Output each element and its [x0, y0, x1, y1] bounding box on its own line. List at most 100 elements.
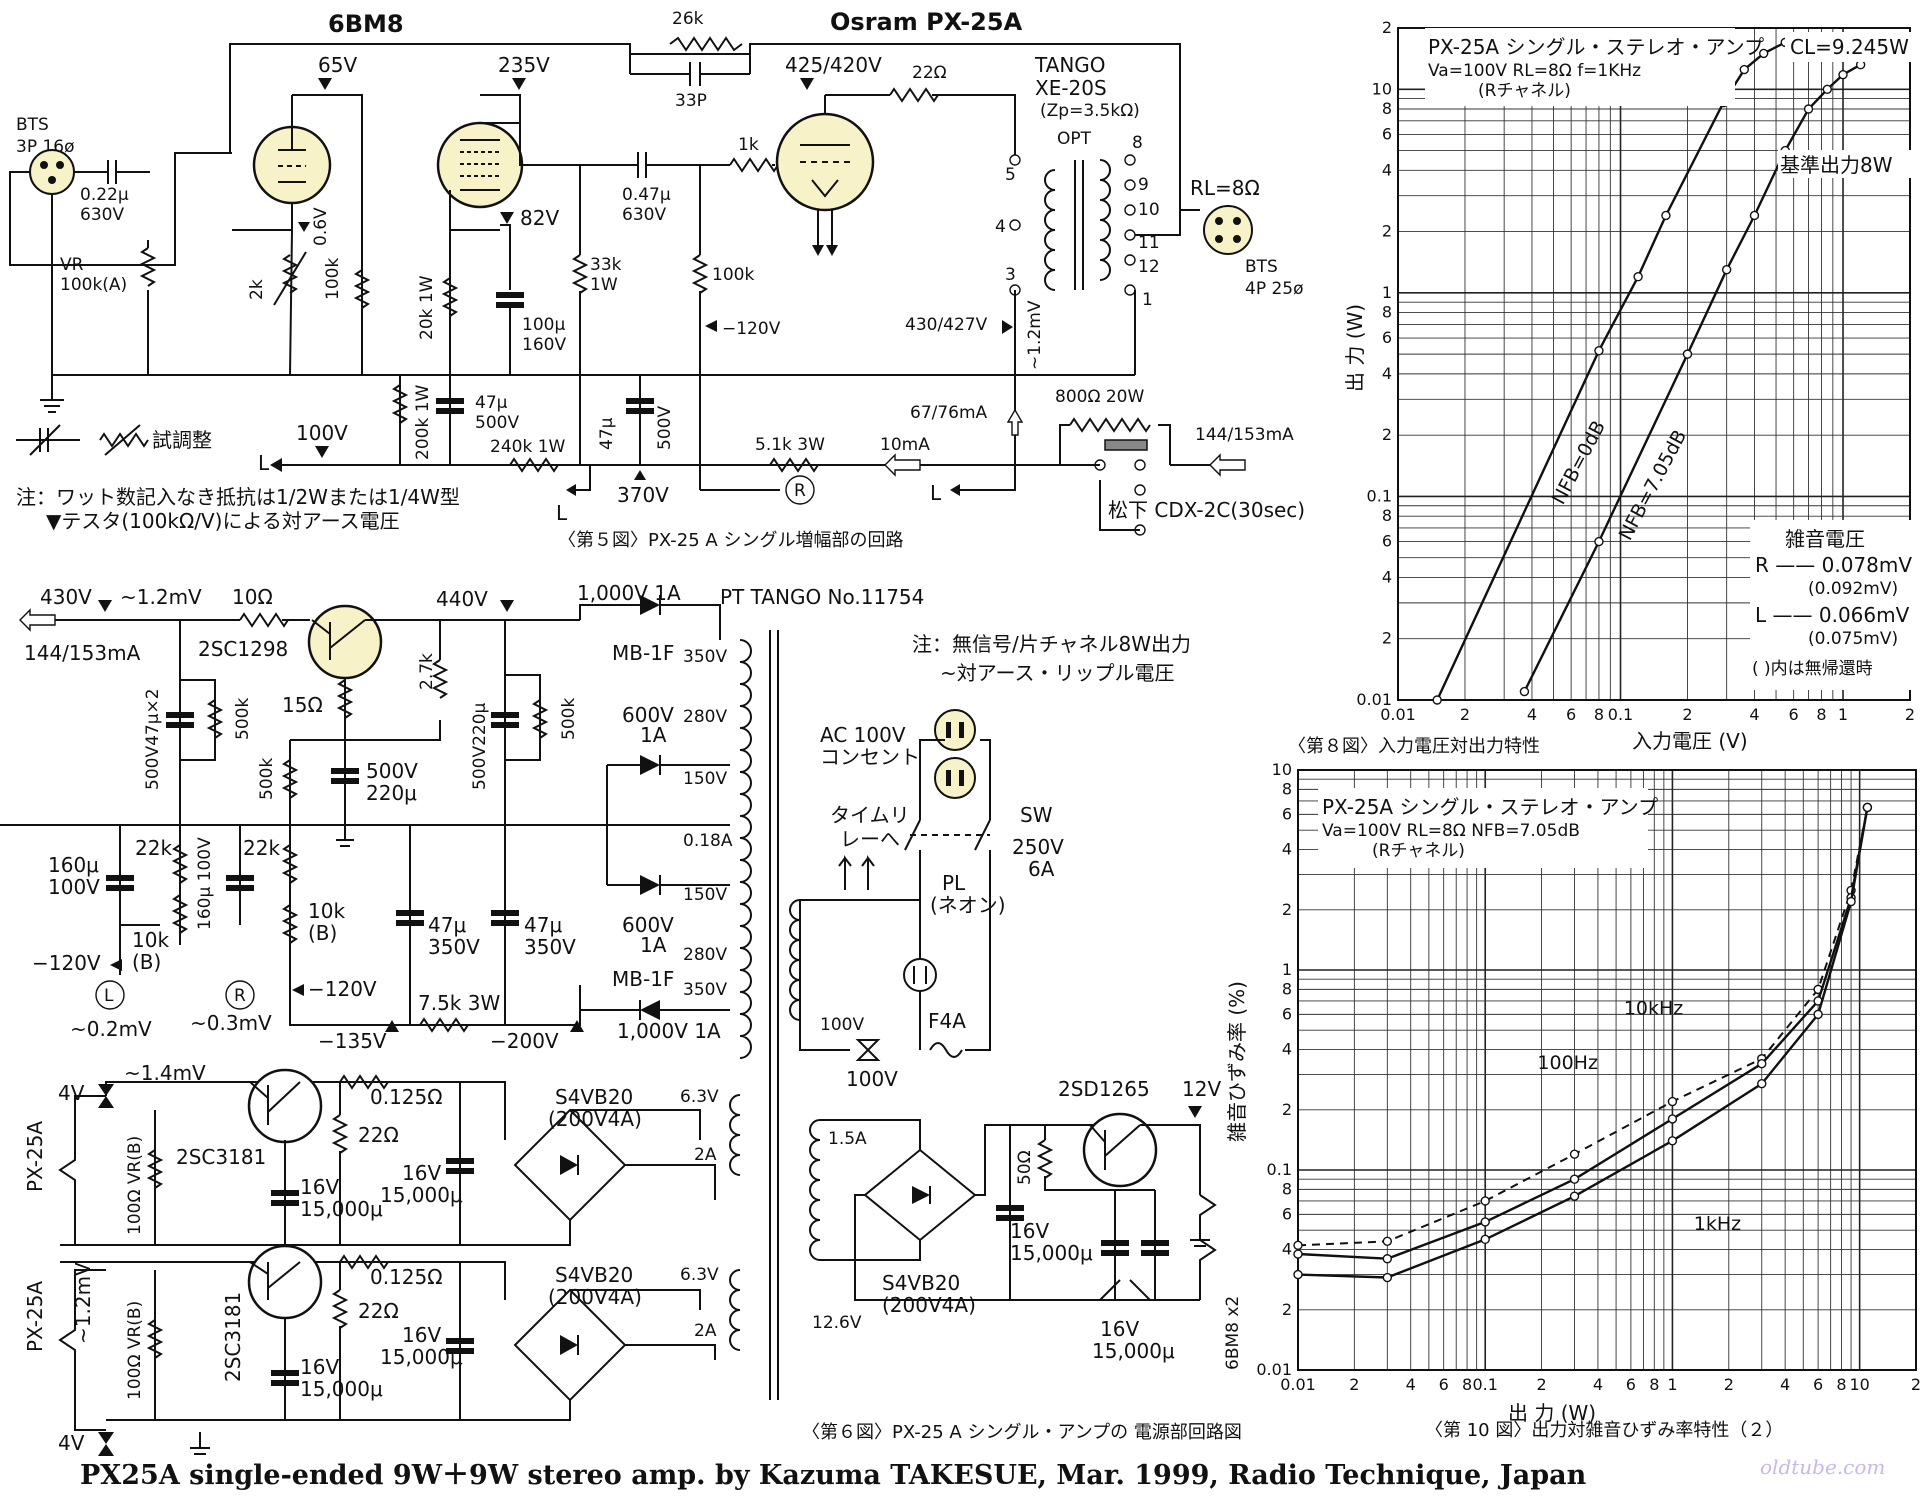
x-tick-label: 2 — [1724, 1375, 1734, 1394]
opt-name-3: (Zp=3.5kΩ) — [1040, 101, 1140, 121]
primary-v100b: 100V — [846, 1067, 898, 1091]
data-point — [1682, 349, 1693, 359]
h3-transistor — [1082, 1112, 1158, 1188]
data-point — [1721, 264, 1732, 275]
c47b-line1: 47μ — [597, 417, 617, 450]
h1-a2: 2A — [694, 1145, 717, 1165]
h2-v4: 4V — [58, 1431, 85, 1455]
h2-c16b-1: 16V — [402, 1323, 441, 1347]
x-tick-label: 4 — [1406, 1375, 1416, 1394]
r2k-label: 2k — [247, 279, 267, 300]
chart8-sub1: Va=100V RL=8Ω f=1KHz — [1428, 61, 1641, 81]
x-tick-label: 4 — [1749, 705, 1759, 724]
data-point — [1382, 1272, 1393, 1283]
pt-tap-5: 150V — [683, 885, 727, 905]
heater-supply-3: 1.5A 12.6V S4VB20 (200V4A) 16V 15,000μ 5… — [809, 1077, 1243, 1370]
series-label: NFB=0dB — [1548, 417, 1610, 508]
mv03-label: ~0.3mV — [190, 1011, 272, 1035]
r22k-a: 22k — [135, 836, 172, 860]
x-tick-label: 0.01 — [1380, 705, 1416, 724]
data-point — [1846, 896, 1856, 907]
h1-bridge-1: S4VB20 — [555, 1085, 633, 1109]
y-tick-label: 6 — [1382, 328, 1392, 347]
c047-line1: 0.47μ — [622, 185, 671, 205]
data-point — [1633, 272, 1643, 282]
y-tick-label: 6 — [1382, 124, 1392, 143]
ma67-label: 67/76mA — [910, 403, 988, 423]
input-jack-line1: BTS — [16, 115, 49, 135]
r10k-a-1: 10k — [132, 928, 169, 952]
h2-c16b-2: 15,000μ — [380, 1345, 463, 1369]
x-tick-label: 2 — [1905, 705, 1915, 724]
footer-credit: PX25A single-ended 9W＋9W stereo amp. by … — [80, 1460, 1587, 1491]
tap-12: 12 — [1138, 257, 1160, 277]
sw-3: 6A — [1028, 857, 1055, 881]
tap-10: 10 — [1138, 200, 1160, 220]
pt-tap-7: 350V — [683, 980, 727, 1000]
chart8-title: PX-25A シングル・ステレオ・アンプ — [1428, 35, 1764, 59]
v82-label: 82V — [520, 206, 559, 230]
L-label-2: L — [556, 501, 568, 525]
data-point — [1757, 1059, 1767, 1069]
r10k-a-2: (B) — [132, 950, 161, 974]
r240k-label: 240k 1W — [490, 437, 566, 457]
c47a-line1: 47μ — [475, 393, 508, 413]
tap-11: 11 — [1138, 233, 1160, 253]
chart10-caption: 〈第 10 図〉出力対雑音ひずみ率特性（２） — [1425, 1420, 1783, 1441]
h1-r22: 22Ω — [358, 1123, 399, 1147]
h3-load: 6BM8 x2 — [1223, 1296, 1243, 1370]
plot-frame — [1297, 769, 1917, 1371]
x-tick-label: 6 — [1813, 1375, 1823, 1394]
mv02-label: ~0.2mV — [70, 1017, 152, 1041]
L-label-ps: L — [104, 986, 114, 1006]
ps-d1: 1,000V 1A — [577, 581, 681, 605]
fuse-label: F4A — [928, 1009, 966, 1033]
data-point — [1813, 1009, 1823, 1020]
x-tick-label: 2 — [1911, 1375, 1921, 1394]
c47a-line2: 500V — [475, 413, 519, 433]
series-label: 100Hz — [1537, 1052, 1598, 1074]
ma10-label: 10mA — [880, 435, 930, 455]
r500k-a: 500k — [233, 698, 253, 740]
v100-label: 100V — [296, 421, 348, 445]
c47-350b-2: 350V — [524, 935, 576, 959]
vr-line1: VR — [60, 255, 84, 275]
y-tick-label: 6 — [1282, 1004, 1292, 1023]
data-point — [1569, 1191, 1580, 1201]
x-tick-label: 4 — [1593, 1375, 1603, 1394]
y-tick-label: 10 — [1272, 760, 1292, 779]
series-label: 10kHz — [1624, 997, 1683, 1019]
h1-vr: 100Ω VR(B) — [125, 1136, 145, 1235]
y-tick-label: 1 — [1382, 283, 1392, 302]
r10k-b-2: (B) — [308, 921, 337, 945]
ps-note-1: 注：無信号/片チャネル8W出力 — [912, 632, 1191, 656]
r500k-b: 500k — [257, 758, 277, 800]
tube2-label: Osram PX-25A — [830, 8, 1023, 36]
note-line1: 注：ワット数記入なき抵抗は1/2Wまたは1/4W型 — [16, 485, 460, 509]
h3-tr: 2SD1265 — [1058, 1077, 1150, 1101]
tube1-label: 6BM8 — [328, 10, 404, 38]
output-jack-symbol — [1203, 205, 1253, 255]
power-transformer — [739, 630, 779, 1400]
h2-r22: 22Ω — [358, 1299, 399, 1323]
y-tick-label: 2 — [1282, 1100, 1292, 1119]
data-point — [1862, 802, 1873, 813]
x-tick-label: 6 — [1789, 705, 1799, 724]
y-tick-label: 4 — [1282, 840, 1292, 859]
ac-mains-section: AC 100V コンセント タイムリ レーへ SW 250V 6A PL (ネオ… — [789, 709, 1064, 1091]
data-point — [1432, 695, 1442, 705]
data-point — [1594, 536, 1604, 547]
y-tick-label: 2 — [1382, 222, 1392, 241]
y-tick-label: 6 — [1282, 804, 1292, 823]
noise-l: L —— 0.066mV — [1755, 603, 1910, 627]
opt-transformer — [1044, 159, 1111, 291]
h2-c16a-1: 16V — [300, 1355, 339, 1379]
chart8-ref-label: 基準出力8W — [1780, 153, 1893, 177]
x-tick-label: 4 — [1527, 705, 1537, 724]
h1-v63: 6.3V — [680, 1087, 719, 1107]
y-tick-label: 8 — [1282, 1179, 1292, 1198]
